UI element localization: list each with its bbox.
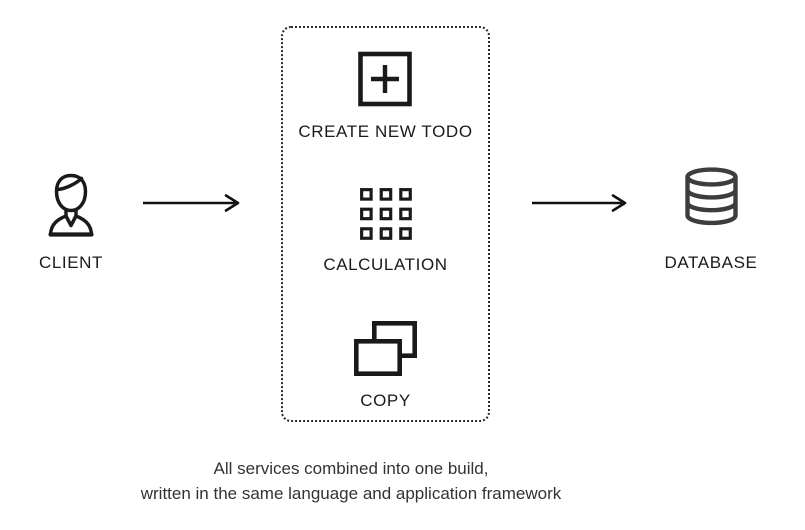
database-label: DATABASE	[664, 253, 758, 272]
grid-squares-icon	[359, 188, 412, 240]
client-node: CLIENT	[18, 172, 124, 273]
plus-square-icon	[358, 51, 413, 107]
caption: All services combined into one build, wr…	[51, 456, 651, 506]
service-label: CREATE NEW TODO	[298, 122, 473, 141]
arrow-right-icon	[530, 191, 630, 215]
service-calculation: CALCULATION	[323, 188, 447, 275]
caption-line-2: written in the same language and applica…	[140, 484, 562, 503]
client-label: CLIENT	[38, 253, 104, 272]
service-label: CALCULATION	[323, 255, 448, 274]
arrow-right-icon	[141, 191, 243, 215]
service-label: COPY	[360, 391, 411, 410]
service-create-new-todo: CREATE NEW TODO	[298, 51, 472, 142]
copy-icon	[354, 321, 417, 376]
person-icon	[48, 172, 94, 238]
database-node: DATABASE	[651, 167, 771, 273]
caption-line-1: All services combined into one build,	[213, 459, 489, 478]
services-box: CREATE NEW TODO CALCULATION	[281, 26, 490, 422]
service-copy: COPY	[354, 321, 417, 411]
database-icon	[683, 167, 740, 226]
